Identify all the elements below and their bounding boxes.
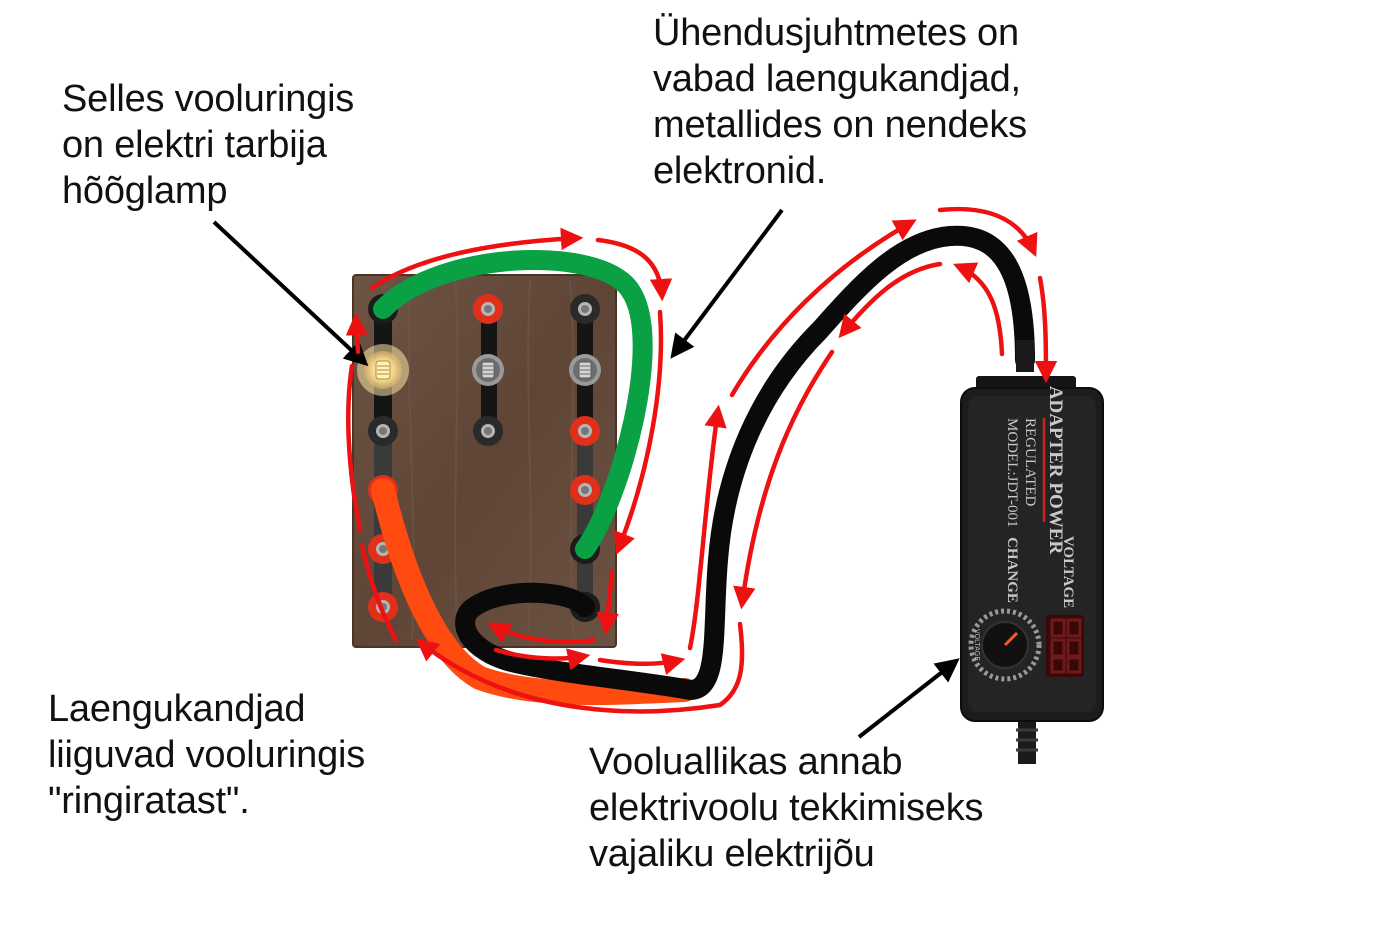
socket: [569, 354, 601, 386]
adapter-voltage-label: VOLTAGE: [1060, 536, 1076, 608]
current-arrow: [1034, 275, 1058, 384]
socket: [472, 354, 504, 386]
current-arrow: [369, 227, 584, 291]
caption-carriers: Laengukandjad liiguvad vooluringis "ring…: [48, 688, 366, 822]
current-arrow: [487, 622, 597, 645]
terminal: [570, 294, 600, 324]
knob-label: VOLTAGE: [973, 629, 980, 661]
pointer-arrows: [212, 208, 960, 739]
caption-wires: Ühendusjuhtmetes on vabad laengukandjad,…: [653, 12, 1027, 192]
terminal: [473, 294, 503, 324]
current-arrow: [415, 621, 745, 714]
adapter-regulated: REGULATED: [1022, 418, 1038, 506]
pointer-source: [857, 658, 960, 739]
terminal: [570, 475, 600, 505]
current-arrow: [733, 349, 835, 610]
terminal: [570, 416, 600, 446]
adapter-change-label: CHANGE: [1004, 537, 1020, 603]
current-arrow: [597, 653, 686, 676]
lamp-sockets: [472, 354, 601, 386]
caption-source: Vooluallikas annab elektrivoolu tekkimis…: [589, 741, 984, 875]
current-arrow: [687, 404, 727, 651]
voltage-knob[interactable]: VOLTAGE: [968, 608, 1042, 682]
power-adapter: ADAPTER POWER REGULATED MODEL:JDT-001 VO…: [960, 340, 1104, 764]
current-arrows: [345, 206, 1058, 714]
current-arrow: [838, 261, 943, 339]
current-arrow: [729, 219, 917, 398]
pointer-lamp: [212, 220, 369, 367]
terminal: [473, 416, 503, 446]
pointer-wires: [670, 208, 784, 359]
current-arrow: [345, 312, 369, 355]
adapter-model: MODEL:JDT-001: [1004, 418, 1020, 527]
current-arrow: [359, 543, 399, 643]
current-arrow: [493, 647, 591, 671]
current-arrow: [595, 237, 673, 302]
current-arrow: [613, 309, 664, 556]
green-wire: [373, 249, 653, 559]
current-arrow: [937, 206, 1038, 257]
terminal: [368, 416, 398, 446]
black-wire: [455, 225, 1035, 700]
caption-lamp: Selles vooluringis on elektri tarbija hõ…: [62, 78, 355, 212]
current-arrow: [346, 363, 363, 533]
adapter-brand: ADAPTER POWER: [1045, 386, 1066, 555]
current-arrow: [596, 569, 619, 636]
voltage-display: [1046, 615, 1084, 677]
adapter-label: ADAPTER POWER REGULATED MODEL:JDT-001: [1004, 386, 1066, 555]
current-arrow: [953, 262, 1005, 357]
light-bulb: [357, 344, 409, 396]
